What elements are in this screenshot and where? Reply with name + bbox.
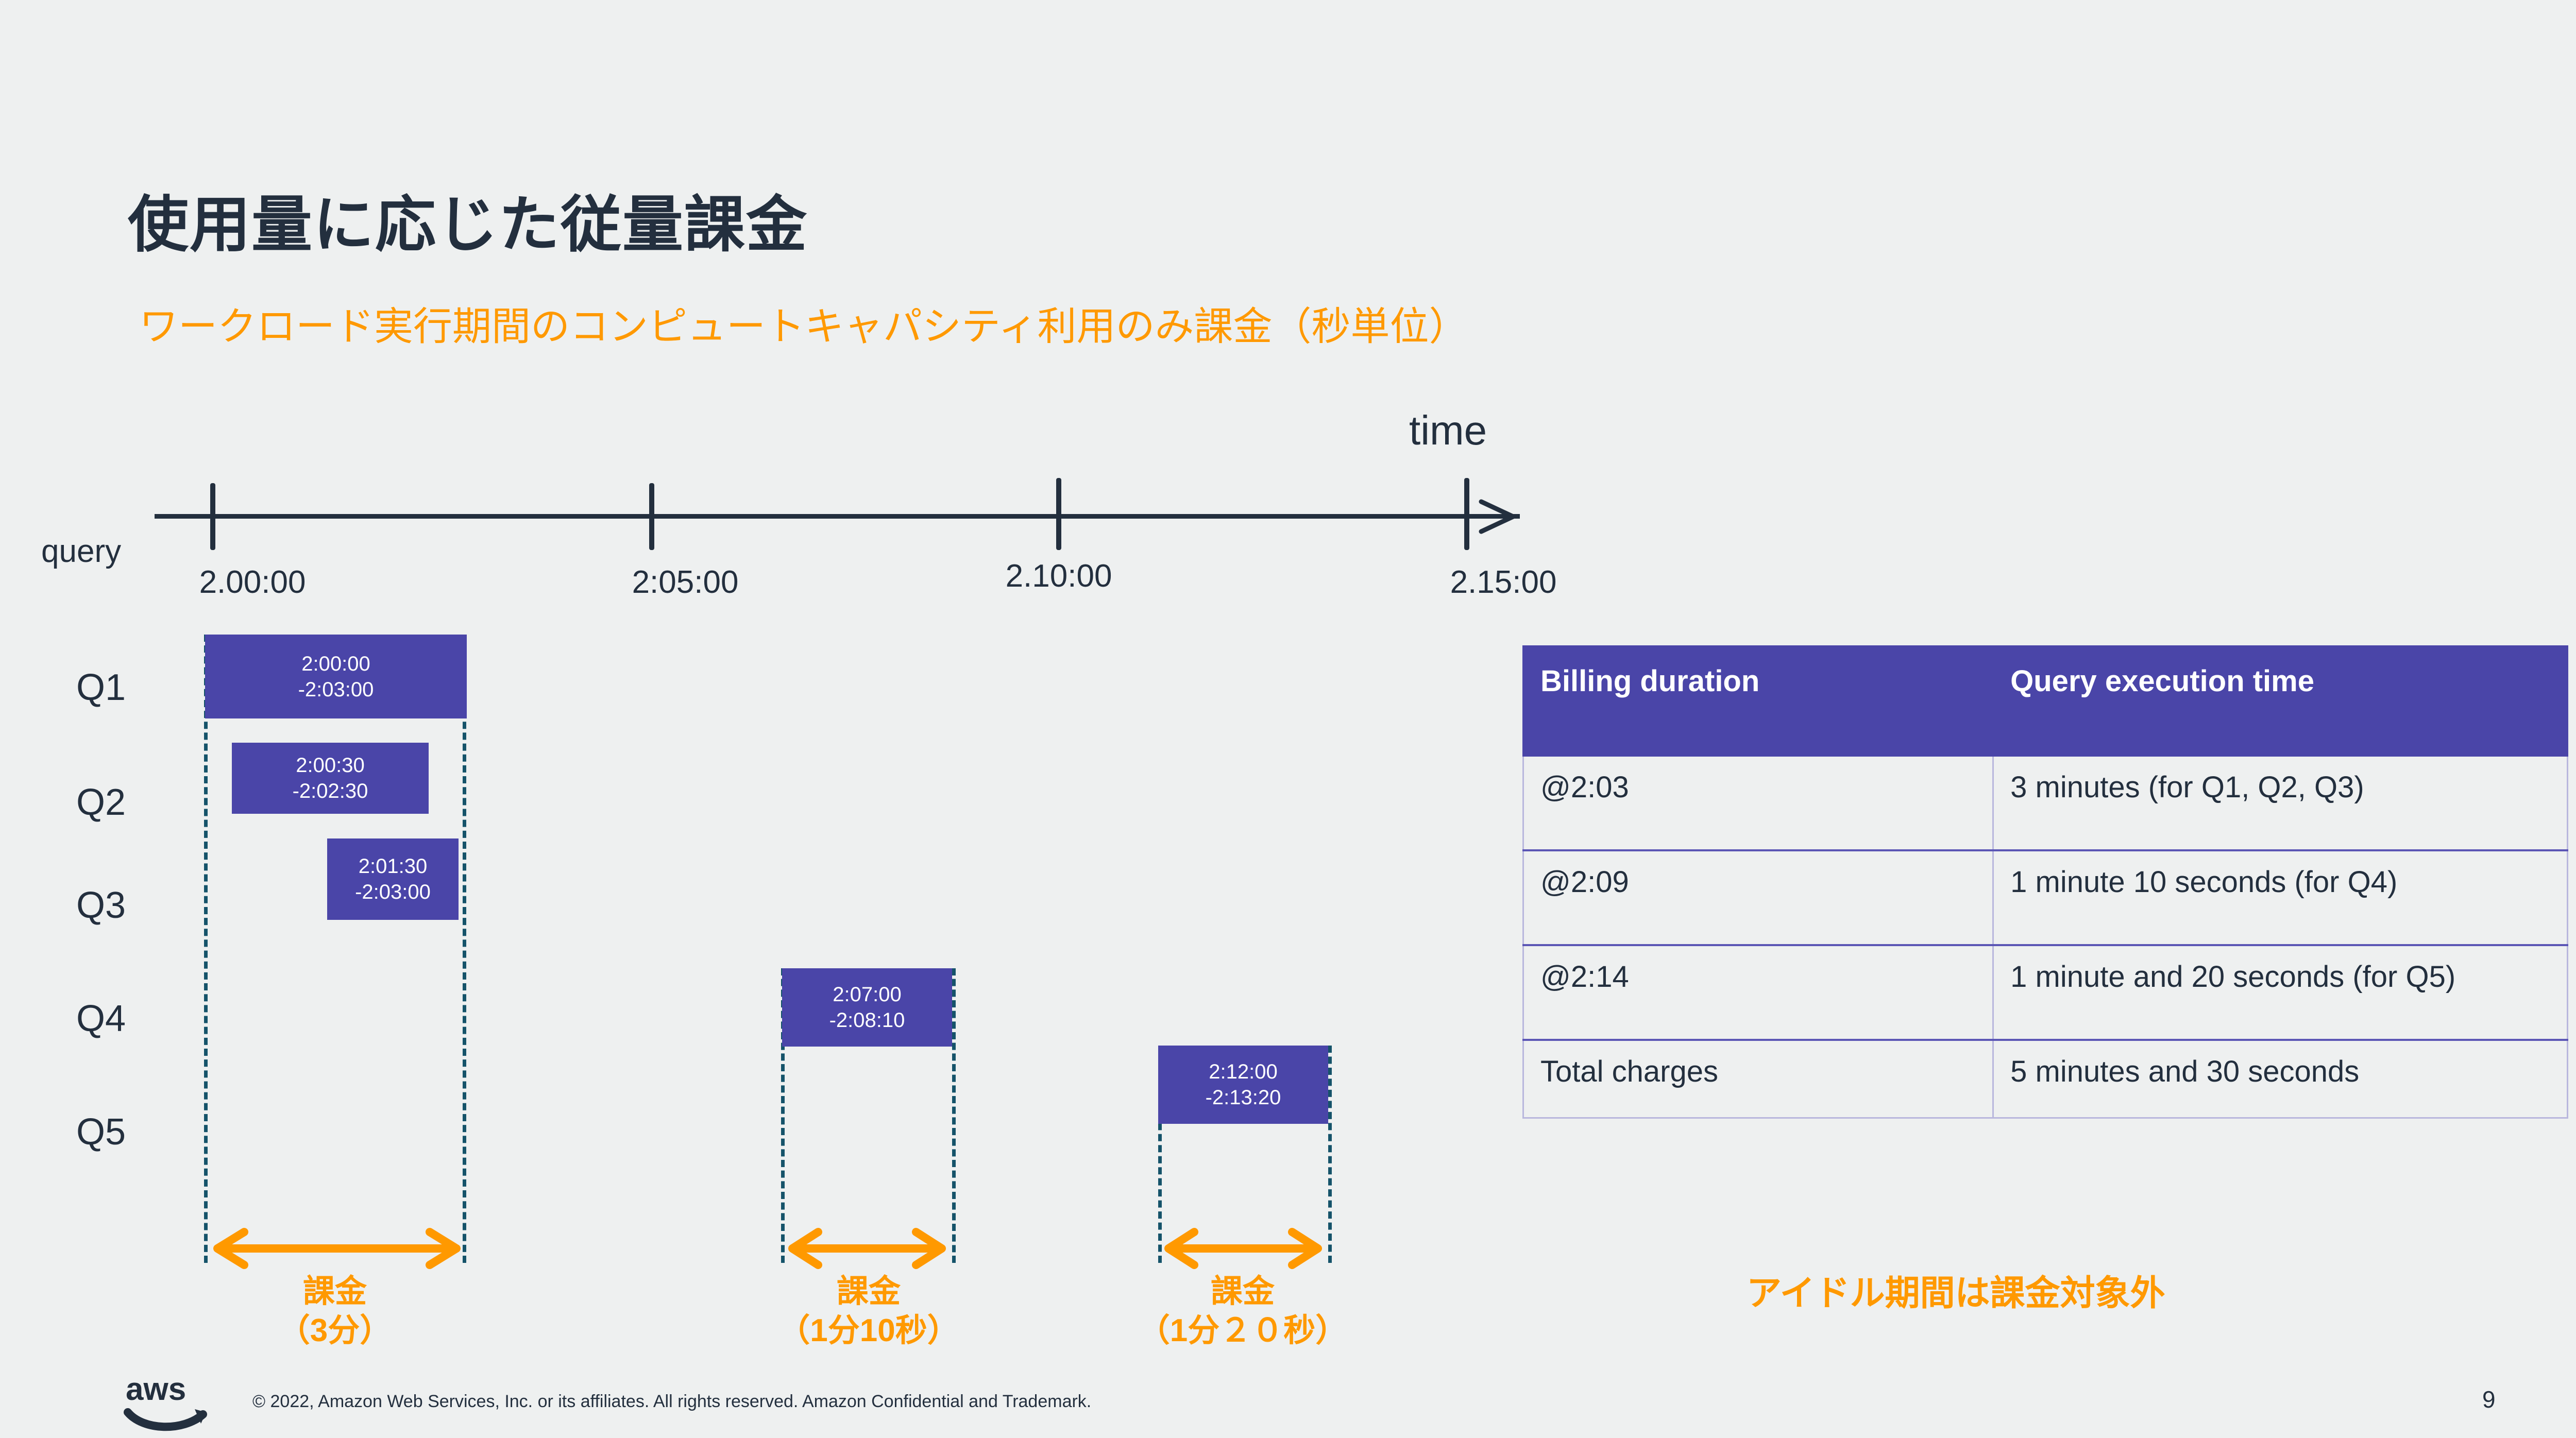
billing-arrow-1-icon: [213, 1228, 461, 1269]
timeline-tick-3: [1056, 478, 1061, 550]
table-cell-duration: Total charges: [1522, 1040, 1994, 1119]
table-cell-duration: @2:03: [1522, 756, 1994, 851]
guide-line-q4-start: [781, 968, 785, 1263]
guide-line-q1-end: [463, 635, 466, 1263]
bar-q4-start: 2:07:00: [833, 983, 902, 1006]
bar-q5-end: -2:13:20: [1205, 1086, 1281, 1109]
page-title: 使用量に応じた従量課金: [128, 191, 808, 259]
page-number: 9: [2482, 1386, 2496, 1413]
billing-arrow-3-icon: [1164, 1228, 1322, 1269]
billing-arrow-2-icon: [788, 1228, 946, 1269]
billing-label-1-line2: （3分）: [278, 1312, 392, 1348]
svg-text:aws: aws: [126, 1372, 186, 1407]
bar-q1-end: -2:03:00: [298, 678, 374, 701]
billing-label-3-line2: （1分２０秒）: [1138, 1312, 1348, 1348]
guide-line-q4-end: [952, 968, 956, 1263]
bar-q3: 2:01:30 -2:03:00: [327, 838, 459, 920]
timeline-tick-1: [210, 483, 215, 550]
table-cell-exec-time: 1 minute 10 seconds (for Q4): [1992, 850, 2568, 946]
table-header-row: Billing duration Query execution time: [1522, 645, 2568, 757]
billing-label-3-line1: 課金: [1210, 1274, 1275, 1309]
row-label-q1: Q1: [76, 667, 126, 708]
billing-label-2-line1: 課金: [836, 1274, 901, 1309]
bar-q1: 2:00:00 -2:03:00: [205, 635, 467, 718]
bar-q4: 2:07:00 -2:08:10: [782, 968, 952, 1047]
table-cell-exec-time: 3 minutes (for Q1, Q2, Q3): [1992, 756, 2568, 851]
aws-logo-icon: aws: [124, 1372, 207, 1431]
timeline-axis-label: time: [1409, 407, 1487, 453]
bar-q5-start: 2:12:00: [1209, 1060, 1278, 1083]
billing-label-3: 課金 （1分２０秒）: [1138, 1272, 1347, 1350]
bar-q5: 2:12:00 -2:13:20: [1158, 1046, 1328, 1124]
table-header-billing-duration: Billing duration: [1522, 645, 1994, 757]
copyright-text: © 2022, Amazon Web Services, Inc. or its…: [252, 1392, 1092, 1411]
table-cell-duration: @2:09: [1522, 850, 1994, 946]
table-cell-duration: @2:14: [1522, 945, 1994, 1041]
row-label-q4: Q4: [76, 998, 126, 1039]
row-label-q2: Q2: [76, 782, 126, 823]
bar-q2-start: 2:00:30: [296, 754, 365, 777]
bar-q3-end: -2:03:00: [355, 881, 431, 903]
bar-q3-start: 2:01:30: [358, 855, 428, 878]
timeline-tick-label-3: 2.10:00: [1005, 558, 1112, 594]
row-label-q5: Q5: [76, 1111, 126, 1153]
table-row: @2:09 1 minute 10 seconds (for Q4): [1522, 850, 2568, 946]
billing-label-1: 課金 （3分）: [278, 1272, 392, 1350]
billing-label-2-line2: （1分10秒）: [778, 1312, 959, 1348]
timeline-arrow-icon: [1479, 499, 1516, 534]
query-axis-label: query: [41, 534, 122, 569]
timeline-tick-label-4: 2.15:00: [1450, 564, 1557, 600]
row-label-q3: Q3: [76, 885, 126, 926]
page-subtitle: ワークロード実行期間のコンピュートキャパシティ利用のみ課金（秒単位）: [139, 305, 1468, 349]
bar-q4-end: -2:08:10: [829, 1009, 905, 1032]
timeline-tick-2: [649, 483, 654, 550]
billing-label-1-line1: 課金: [302, 1274, 367, 1309]
table-row: @2:14 1 minute and 20 seconds (for Q5): [1522, 945, 2568, 1041]
timeline-axis: [155, 514, 1520, 519]
timeline-tick-4: [1464, 478, 1469, 550]
billing-table: Billing duration Query execution time @2…: [1522, 645, 2568, 1119]
table-header-query-execution-time: Query execution time: [1992, 645, 2568, 757]
bar-q2: 2:00:30 -2:02:30: [232, 743, 429, 814]
table-row-total: Total charges 5 minutes and 30 seconds: [1522, 1040, 2568, 1119]
bar-q1-start: 2:00:00: [301, 652, 370, 675]
timeline-tick-label-2: 2:05:00: [632, 564, 739, 600]
bar-q2-end: -2:02:30: [292, 780, 368, 802]
table-cell-exec-time: 1 minute and 20 seconds (for Q5): [1992, 945, 2568, 1041]
guide-line-q5-start: [1158, 1046, 1162, 1263]
timeline-tick-label-1: 2.00:00: [199, 564, 306, 600]
guide-line-q1-start: [204, 635, 208, 1263]
table-cell-exec-time: 5 minutes and 30 seconds: [1992, 1040, 2568, 1119]
idle-period-note: アイドル期間は課金対象外: [1747, 1274, 2165, 1313]
table-row: @2:03 3 minutes (for Q1, Q2, Q3): [1522, 756, 2568, 851]
guide-line-q5-end: [1328, 1046, 1332, 1263]
billing-label-2: 課金 （1分10秒）: [778, 1272, 959, 1350]
